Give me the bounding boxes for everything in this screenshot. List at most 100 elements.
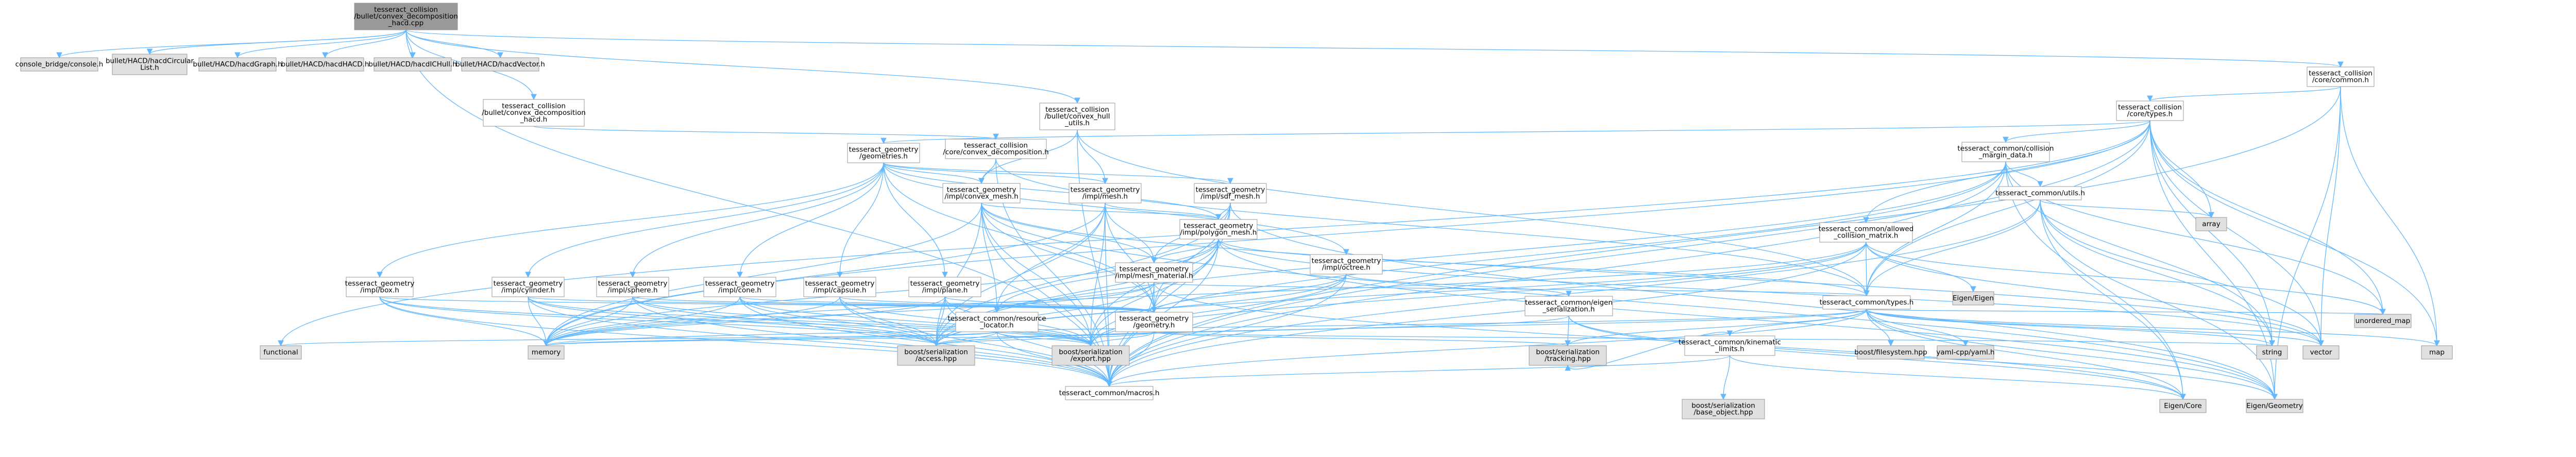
edge-kinematic-to-eigencore <box>1729 355 2186 400</box>
node-tracking[interactable]: boost/serialization/tracking.hpp <box>1529 345 1607 366</box>
node-kinematic[interactable]: tesseract_common/kinematic_limits.h <box>1679 335 1781 356</box>
edge-resloc-to-memory <box>543 331 997 347</box>
node-box <box>260 345 302 360</box>
node-label: _collision_matrix.h <box>1834 232 1899 240</box>
edge-box-to-memory <box>379 296 549 347</box>
node-coretypes[interactable]: tesseract_collision/core/types.h <box>2116 100 2184 121</box>
node-cvxhull[interactable]: tesseract_collision/bullet/convex_hull_u… <box>1039 103 1115 130</box>
node-box <box>2246 399 2303 413</box>
edge-root-to-hacdvec <box>405 29 503 59</box>
node-octree[interactable]: tesseract_geometry/impl/octree.h <box>1310 254 1383 275</box>
node-box <box>346 277 414 297</box>
edge-geometries-to-capsule <box>837 162 884 278</box>
edge-root-to-console <box>56 29 406 59</box>
node-label: /impl/mesh_material.h <box>1115 272 1193 280</box>
node-plane[interactable]: tesseract_geometry/impl/plane.h <box>908 277 981 297</box>
edge-commontypes-to-memory <box>543 309 1867 347</box>
node-label: boost/serialization <box>904 348 968 357</box>
node-functional[interactable]: functional <box>260 345 302 360</box>
edge-utils-to-string <box>2040 199 2275 347</box>
edge-plane-to-macros <box>944 296 1112 387</box>
node-string[interactable]: string <box>2256 345 2288 360</box>
node-box <box>1998 186 2082 200</box>
node-console[interactable]: console_bridge/console.h <box>15 57 104 72</box>
node-resloc[interactable]: tesseract_common/resource_locator.h <box>948 312 1046 332</box>
edge-coretypes-to-eigengeom <box>2149 120 2278 400</box>
node-cvxhacd[interactable]: tesseract_collision/bullet/convex_decomp… <box>482 99 586 127</box>
node-label: /impl/convex_mesh.h <box>944 193 1018 201</box>
node-label: boost/serialization <box>1536 348 1600 357</box>
edge-cone-to-export <box>739 296 1094 347</box>
edge-sphere-to-geometry <box>632 296 1157 313</box>
node-label: tesseract_common/resource <box>948 315 1046 323</box>
edge-polygon-to-vector <box>1218 239 2324 347</box>
node-vector[interactable]: vector <box>2302 345 2340 360</box>
node-mesh[interactable]: tesseract_geometry/impl/mesh.h <box>1069 183 1142 204</box>
node-allowed[interactable]: tesseract_common/allowed_collision_matri… <box>1819 222 1914 243</box>
node-hacdgraph[interactable]: bullet/HACD/hacdGraph.h <box>193 57 282 72</box>
node-sphere[interactable]: tesseract_geometry/impl/sphere.h <box>596 277 669 297</box>
node-geometry[interactable]: tesseract_geometry/geometry.h <box>1115 312 1193 332</box>
edge-root-to-macros <box>405 29 1112 387</box>
node-convexmesh[interactable]: tesseract_geometry/impl/convex_mesh.h <box>942 183 1021 204</box>
node-commontypes[interactable]: tesseract_common/types.h <box>1820 295 1914 310</box>
edge-kinematic-to-baseobj <box>1720 355 1731 400</box>
node-map[interactable]: map <box>2421 345 2453 360</box>
edge-polygon-to-commontypes <box>1218 239 1870 297</box>
edge-convexmesh-to-polygon <box>981 202 1222 221</box>
edge-cone-to-memory <box>543 296 740 347</box>
node-memory[interactable]: memory <box>528 345 565 360</box>
node-label: /impl/mesh.h <box>1082 193 1128 201</box>
node-baseobj[interactable]: boost/serialization/base_object.hpp <box>1682 399 1765 419</box>
node-box <box>2354 314 2412 328</box>
edge-root-to-hacdgraph <box>234 29 406 59</box>
node-capsule[interactable]: tesseract_geometry/impl/capsule.h <box>803 277 876 297</box>
node-hacdhacd[interactable]: bullet/HACD/hacdHACD.h <box>281 57 369 72</box>
node-label: tesseract_geometry <box>598 280 668 288</box>
node-meshmat[interactable]: tesseract_geometry/impl/mesh_material.h <box>1115 262 1193 283</box>
node-access[interactable]: boost/serialization/access.hpp <box>897 345 975 366</box>
node-label: yaml-cpp/yaml.h <box>1936 348 1994 357</box>
edge-geometries-to-box <box>377 162 884 278</box>
node-geometries[interactable]: tesseract_geometry/geometries.h <box>847 143 920 163</box>
node-convdec[interactable]: tesseract_collision/core/convex_decompos… <box>943 139 1049 159</box>
node-hacdvec[interactable]: bullet/HACD/hacdVector.h <box>455 57 545 72</box>
node-yaml[interactable]: yaml-cpp/yaml.h <box>1936 345 1995 360</box>
node-layer: tesseract_collision/bullet/convex_decomp… <box>15 3 2453 419</box>
node-eigenser[interactable]: tesseract_common/eigen_serialization.h <box>1524 296 1613 316</box>
node-eigeneigen[interactable]: Eigen/Eigen <box>1952 291 1994 306</box>
node-utils[interactable]: tesseract_common/utils.h <box>1995 186 2085 200</box>
node-root[interactable]: tesseract_collision/bullet/convex_decomp… <box>354 3 458 30</box>
node-export[interactable]: boost/serialization/export.hpp <box>1052 345 1130 366</box>
node-macros[interactable]: tesseract_common/macros.h <box>1059 386 1160 400</box>
node-label: /core/convex_decomposition.h <box>943 148 1048 157</box>
edge-polygon-to-export <box>1088 239 1219 347</box>
node-label: tesseract_geometry <box>849 146 919 154</box>
node-box <box>2256 345 2288 360</box>
edge-utils-to-array <box>2040 199 2214 218</box>
node-sdfmesh[interactable]: tesseract_geometry/impl/sdf_mesh.h <box>1194 183 1267 204</box>
edge-collmargin-to-eigencore <box>2005 161 2186 400</box>
node-label: tesseract_geometry <box>1196 186 1265 194</box>
node-cylinder[interactable]: tesseract_geometry/impl/cylinder.h <box>492 277 565 297</box>
node-cone[interactable]: tesseract_geometry/impl/cone.h <box>703 277 776 297</box>
edge-commontypes-to-macros <box>1106 309 1867 387</box>
node-hacdicvx[interactable]: bullet/HACD/hacdICHull.h <box>368 57 457 72</box>
node-unordered[interactable]: unordered_map <box>2354 314 2412 328</box>
edge-octree-to-eigenser <box>1346 274 1572 297</box>
node-label: tesseract_common/kinematic <box>1679 338 1781 347</box>
edge-commontypes-to-vector <box>1866 309 2324 347</box>
node-label: _limits.h <box>1715 345 1744 353</box>
node-box[interactable]: tesseract_geometry/impl/box.h <box>345 277 415 297</box>
node-label: tesseract_geometry <box>1120 315 1189 323</box>
node-polygon[interactable]: tesseract_geometry/impl/polygon_mesh.h <box>1179 219 1258 240</box>
node-eigengeom[interactable]: Eigen/Geometry <box>2246 399 2303 413</box>
node-label: tesseract_geometry <box>1184 222 1253 230</box>
node-array[interactable]: array <box>2195 217 2227 231</box>
node-common[interactable]: tesseract_collision/core/common.h <box>2307 66 2375 87</box>
node-eigencore[interactable]: Eigen/Core <box>2159 399 2207 413</box>
edge-polygon-to-access <box>933 239 1219 347</box>
node-filesystem[interactable]: boost/filesystem.hpp <box>1854 345 1927 360</box>
node-collmargin[interactable]: tesseract_common/collision_margin_data.h <box>1957 142 2054 162</box>
